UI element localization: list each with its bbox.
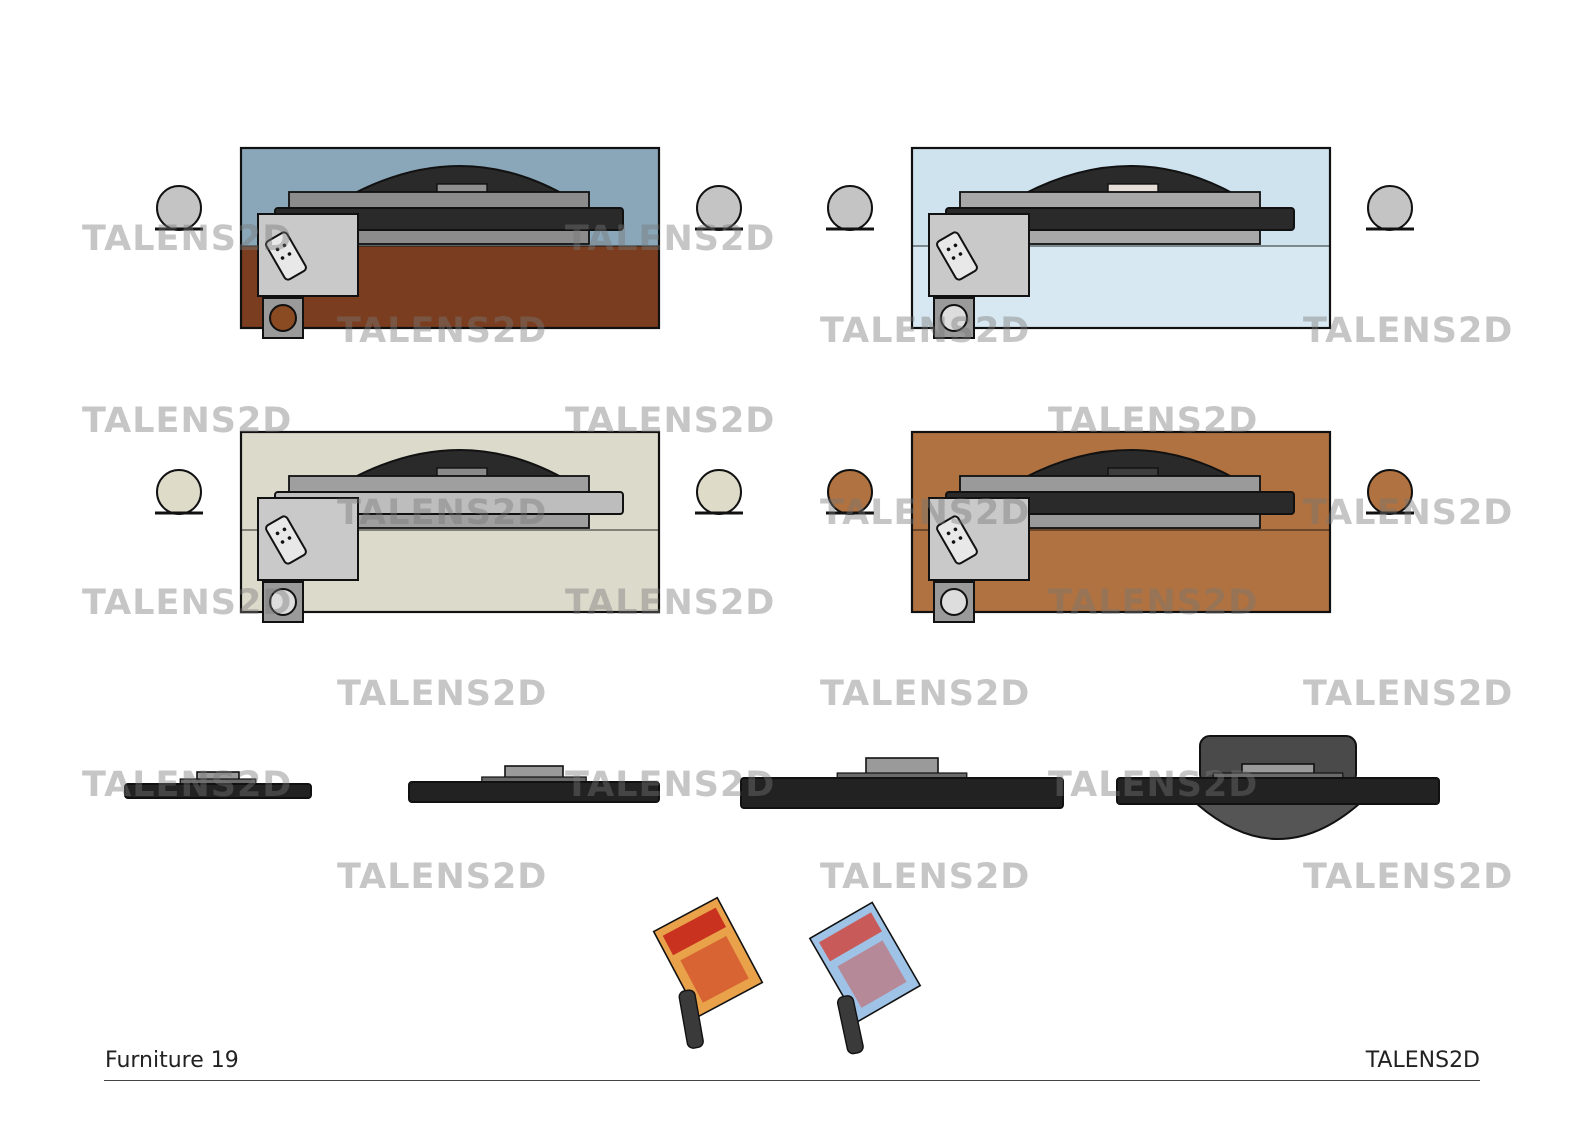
remote-control-icon bbox=[936, 515, 978, 565]
tv-cabinet-set-icon bbox=[155, 146, 743, 339]
tv-top-view-icon bbox=[740, 757, 1064, 809]
tv-stand-dome bbox=[1023, 449, 1235, 479]
tv-top-view-icon bbox=[1116, 735, 1440, 840]
footer-divider bbox=[104, 1080, 1480, 1081]
remote-control-icon bbox=[265, 231, 307, 281]
remote-control-icon bbox=[265, 515, 307, 565]
speaker-icon bbox=[155, 185, 203, 231]
tv-top-view-icon bbox=[124, 771, 312, 799]
tv-top-view-icon bbox=[408, 765, 660, 803]
tv-cabinet-set-icon bbox=[826, 146, 1414, 339]
brand-label: TALENS2D bbox=[1365, 1048, 1480, 1073]
speaker-icon bbox=[1366, 185, 1414, 231]
tv-cabinet-set-icon bbox=[826, 430, 1414, 623]
tv-stand-dome bbox=[352, 449, 564, 479]
speaker-icon bbox=[695, 469, 743, 515]
speaker-icon bbox=[155, 469, 203, 515]
magazine-with-remote-icon bbox=[652, 896, 764, 1049]
speaker-icon bbox=[826, 469, 874, 515]
sheet-title: Furniture 19 bbox=[105, 1048, 239, 1073]
speaker-icon bbox=[1366, 469, 1414, 515]
tv-stand-dome bbox=[1023, 165, 1235, 195]
side-table bbox=[928, 213, 1030, 297]
tv-cabinet-set-icon bbox=[155, 430, 743, 623]
speaker-icon bbox=[826, 185, 874, 231]
remote-control-icon bbox=[936, 231, 978, 281]
tv-stand-dome bbox=[352, 165, 564, 195]
magazine-with-remote-icon bbox=[808, 901, 922, 1055]
speaker-icon bbox=[695, 185, 743, 231]
